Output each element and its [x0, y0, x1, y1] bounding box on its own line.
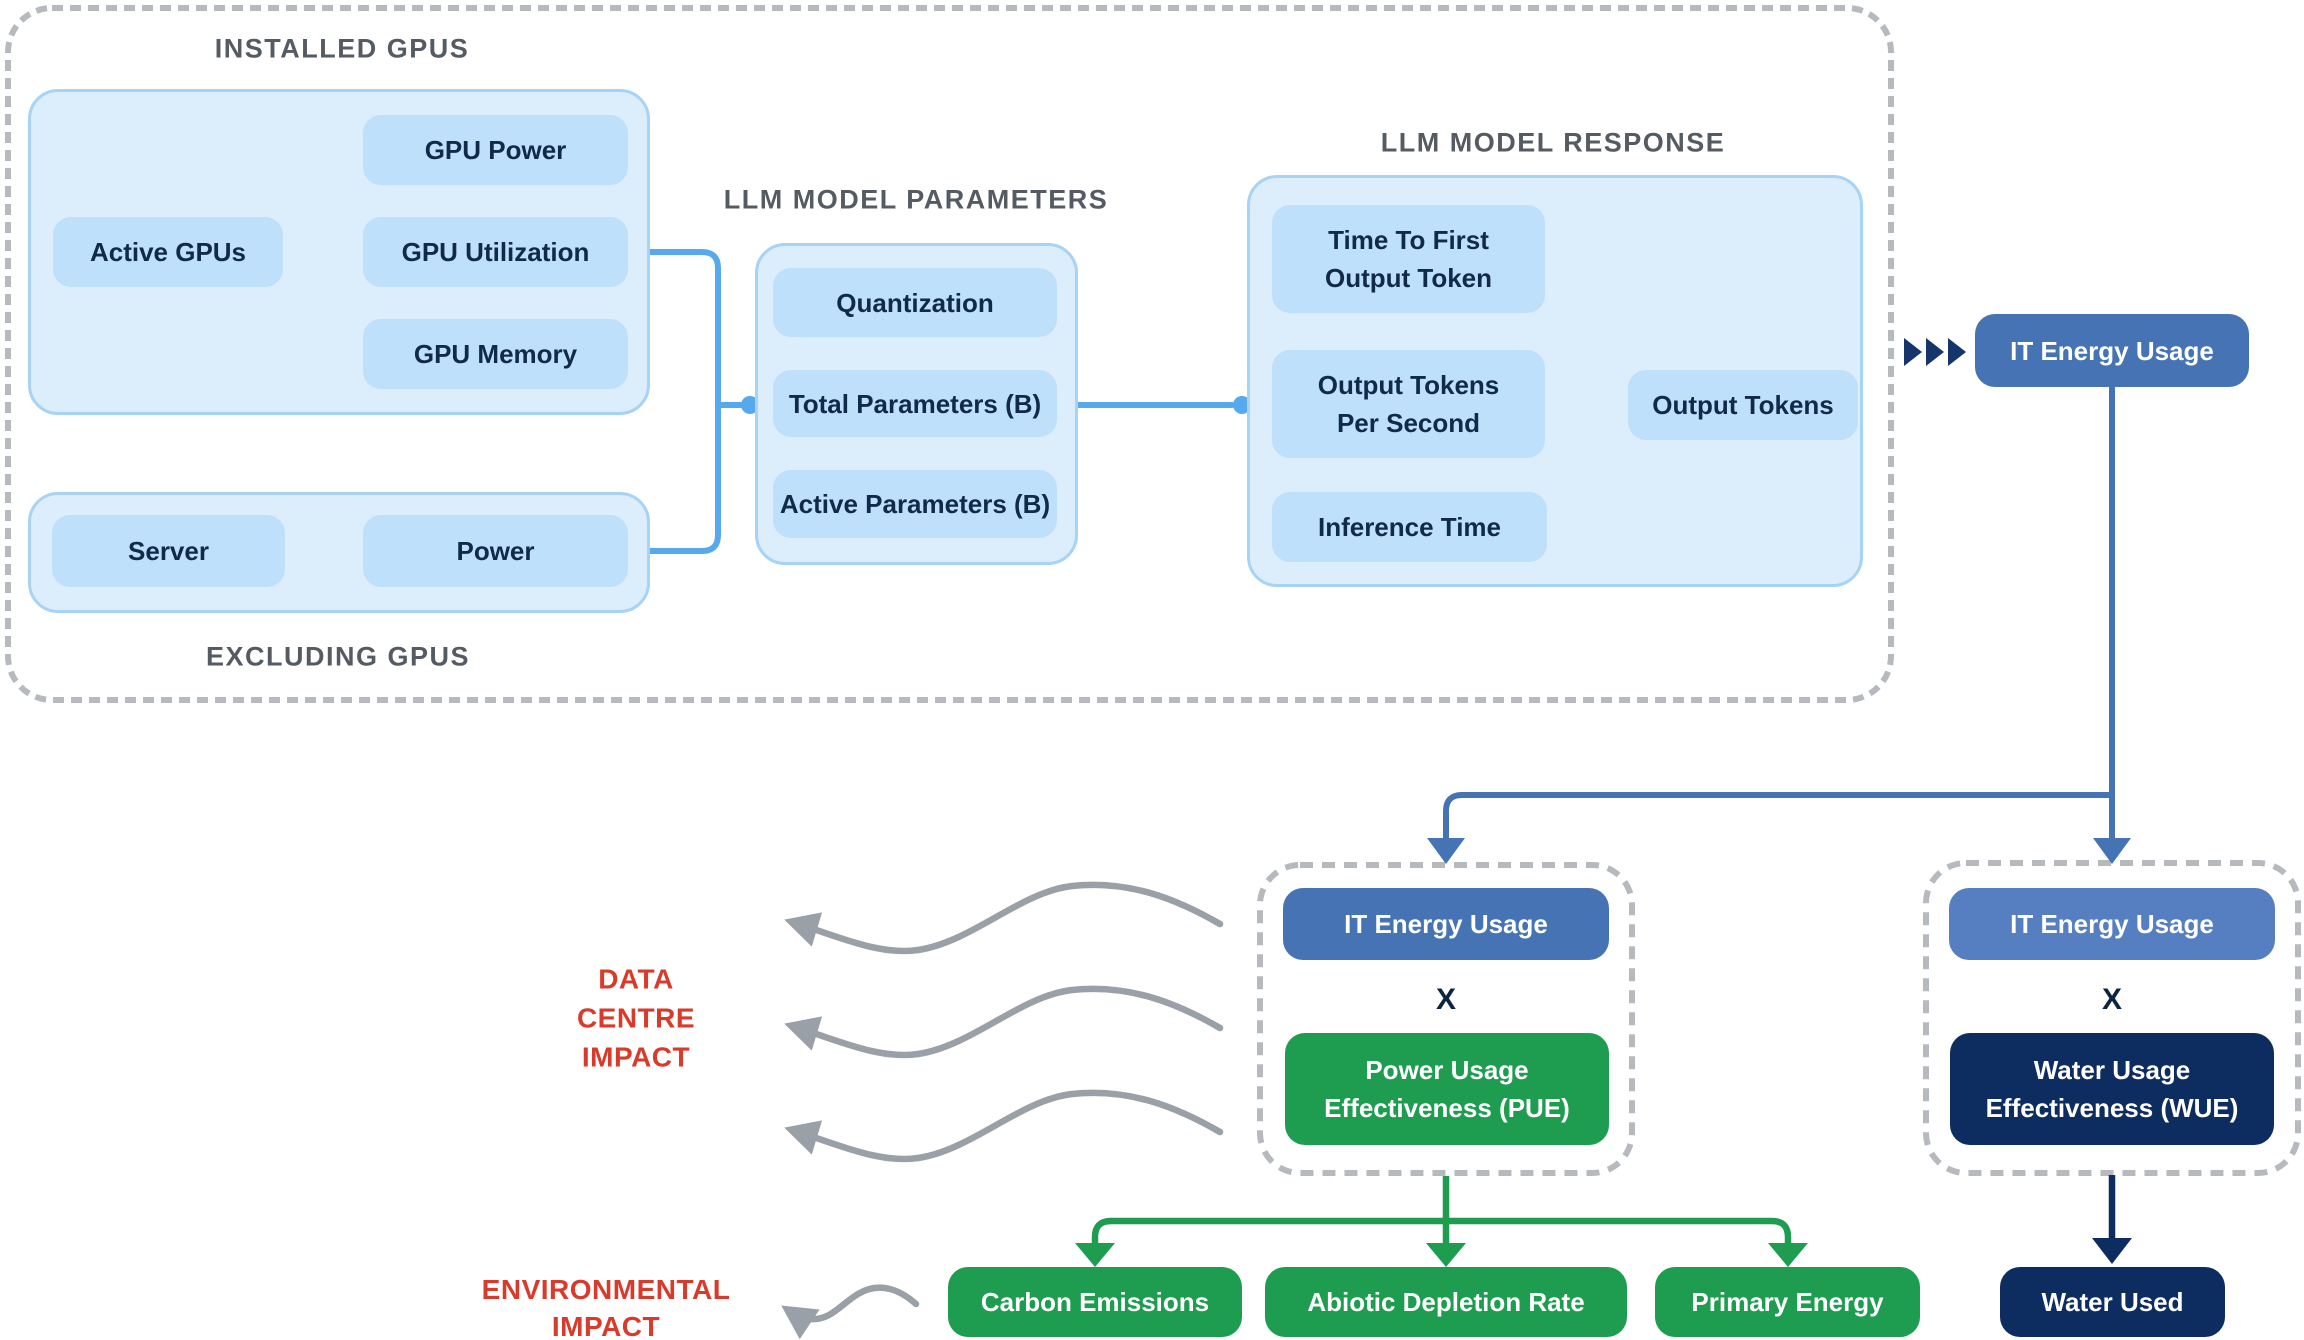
node-time-to-first-output-token: Time To First Output Token	[1272, 205, 1545, 313]
node-quantization: Quantization	[773, 268, 1057, 337]
abiotic-depletion-rate-box: Abiotic Depletion Rate	[1265, 1267, 1627, 1337]
wavy-arrow-impact-2	[784, 985, 1224, 1059]
pue-multiply-sign: X	[1435, 983, 1457, 1016]
node-power: Power	[363, 515, 628, 587]
llm-model-response-label: LLM MODEL RESPONSE	[1380, 127, 1726, 158]
it-energy-usage-top: IT Energy Usage	[1975, 314, 2249, 387]
fast-forward-icon	[1904, 338, 1966, 366]
arrowhead-water-used	[2092, 1238, 2132, 1264]
water-used-box: Water Used	[2000, 1267, 2225, 1337]
arrowhead-into-wue-group	[2093, 838, 2131, 864]
arrowhead-primary-energy	[1768, 1243, 1808, 1267]
node-output-tokens: Output Tokens	[1628, 370, 1858, 440]
environmental-line1: ENVIRONMENTAL	[481, 1274, 731, 1305]
wue-group-dashed-border	[1923, 860, 2301, 1176]
pue-line2: Effectiveness (PUE)	[1324, 1093, 1570, 1123]
dot-response-entry	[1233, 396, 1251, 414]
wue-box: Water Usage Effectiveness (WUE)	[1950, 1033, 2274, 1145]
excluding-gpus-label: EXCLUDING GPUS	[205, 641, 471, 672]
wue-multiply-sign: X	[2101, 983, 2123, 1016]
node-output-tokens-per-second: Output Tokens Per Second	[1272, 350, 1545, 458]
wue-line1: Water Usage	[2033, 1055, 2191, 1085]
green-branch-horizontal	[1091, 1217, 1792, 1245]
carbon-emissions-box: Carbon Emissions	[948, 1267, 1242, 1337]
environmental-impact-label: ENVIRONMENTAL IMPACT	[482, 1271, 731, 1340]
node-total-parameters: Total Parameters (B)	[773, 370, 1057, 437]
node-inference-time: Inference Time	[1272, 492, 1547, 562]
arrowhead-carbon-emissions	[1075, 1243, 1115, 1267]
pue-line1: Power Usage	[1365, 1055, 1529, 1085]
ttft-line2: Output Token	[1324, 263, 1493, 293]
llm-model-parameters-label: LLM MODEL PARAMETERS	[723, 184, 1109, 215]
pue-box: Power Usage Effectiveness (PUE)	[1285, 1033, 1609, 1145]
primary-energy-box: Primary Energy	[1655, 1267, 1920, 1337]
wavy-arrow-environmental	[781, 1284, 920, 1340]
data-centre-line1: DATA	[598, 963, 674, 995]
arrowhead-into-pue-group	[1427, 838, 1465, 864]
data-centre-impact-label: DATA CENTRE IMPACT	[577, 960, 695, 1077]
node-gpu-utilization: GPU Utilization	[363, 217, 628, 287]
otps-line2: Per Second	[1336, 408, 1481, 438]
dot-parameters-entry	[741, 396, 759, 414]
flow-branch-to-pue	[1443, 792, 2112, 840]
arrowhead-abiotic-depletion	[1426, 1243, 1466, 1267]
pue-group-dashed-border	[1257, 862, 1635, 1176]
node-server: Server	[52, 515, 285, 587]
node-gpu-power: GPU Power	[363, 115, 628, 185]
connector-merge-gpu-server	[629, 249, 721, 554]
otps-line1: Output Tokens	[1317, 370, 1500, 400]
pue-group-it-energy-usage: IT Energy Usage	[1283, 888, 1609, 960]
wue-line2: Effectiveness (WUE)	[1985, 1093, 2239, 1123]
node-gpu-memory: GPU Memory	[363, 319, 628, 389]
installed-gpus-label: INSTALLED GPUS	[214, 33, 470, 64]
wavy-arrow-impact-1	[784, 881, 1224, 955]
data-centre-line2: CENTRE	[576, 1002, 696, 1034]
ttft-line1: Time To First	[1328, 225, 1489, 255]
data-centre-line3: IMPACT	[581, 1041, 691, 1073]
environmental-line2: IMPACT	[551, 1311, 661, 1340]
wue-group-it-energy-usage: IT Energy Usage	[1949, 888, 2275, 960]
node-active-parameters: Active Parameters (B)	[773, 470, 1057, 538]
node-active-gpus: Active GPUs	[53, 217, 283, 287]
top-section-dashed-border	[5, 5, 1894, 703]
wavy-arrow-impact-3	[784, 1089, 1224, 1163]
